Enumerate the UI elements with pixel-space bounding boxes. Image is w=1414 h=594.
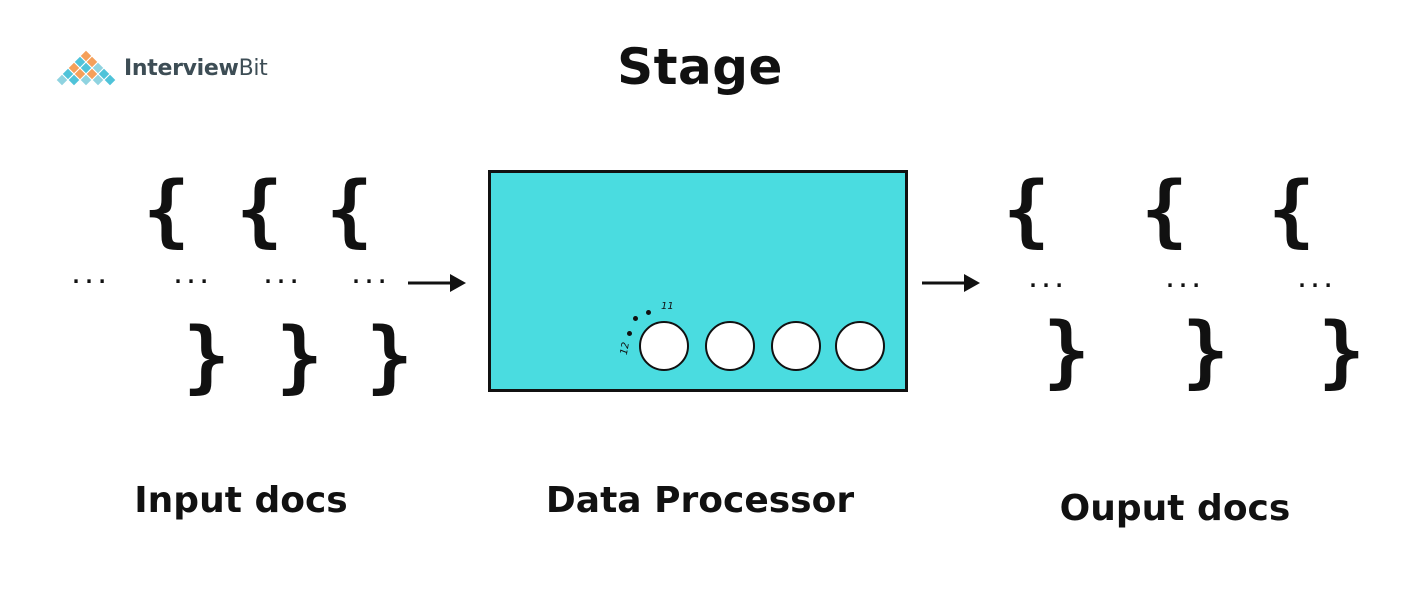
output-doc-1-close-brace: } [1043, 307, 1090, 397]
processor-dot-3 [646, 310, 651, 315]
interviewbit-logo: InterviewBit [54, 48, 268, 88]
diagram-title: Stage [617, 38, 783, 96]
output-doc-3-close-brace: } [1318, 307, 1365, 397]
output-doc-2-open-brace: { [1141, 166, 1188, 256]
input-ellipsis-1: ... [172, 264, 212, 288]
processor-slot-1 [639, 321, 689, 371]
diamond-grid-icon [55, 49, 117, 87]
processor-slot-4 [835, 321, 885, 371]
input-doc-3-open-brace: { [326, 166, 373, 256]
logo-text-strong: Interview [124, 55, 239, 81]
input-doc-2-open-brace: { [236, 166, 283, 256]
output-ellipsis-1: ... [1027, 268, 1067, 292]
data-processor-box: 11 12 [488, 170, 908, 392]
logo-text: InterviewBit [124, 56, 268, 81]
input-doc-3-close-brace: } [366, 312, 413, 402]
input-doc-1-open-brace: { [143, 166, 190, 256]
processor-label-11: 11 [661, 301, 674, 312]
output-doc-2-close-brace: } [1182, 307, 1229, 397]
output-arrow-icon [922, 274, 980, 292]
output-doc-1-open-brace: { [1003, 166, 1050, 256]
output-ellipsis-3: ... [1296, 268, 1336, 292]
input-ellipsis-2: ... [262, 264, 302, 288]
processor-dot-1 [627, 331, 632, 336]
processor-slot-2 [705, 321, 755, 371]
input-arrow-icon [408, 274, 466, 292]
input-doc-2-close-brace: } [276, 312, 323, 402]
logo-text-light: Bit [238, 55, 268, 81]
input-doc-1-close-brace: } [183, 312, 230, 402]
input-ellipsis-0: ... [70, 264, 110, 288]
output-doc-3-open-brace: { [1268, 166, 1315, 256]
output-docs-caption: Ouput docs [1059, 488, 1291, 529]
output-ellipsis-2: ... [1164, 268, 1204, 292]
data-processor-caption: Data Processor [545, 480, 855, 521]
input-ellipsis-3: ... [350, 264, 390, 288]
processor-dot-2 [633, 316, 638, 321]
input-docs-caption: Input docs [134, 480, 348, 521]
processor-label-12: 12 [618, 341, 632, 356]
processor-slot-3 [771, 321, 821, 371]
